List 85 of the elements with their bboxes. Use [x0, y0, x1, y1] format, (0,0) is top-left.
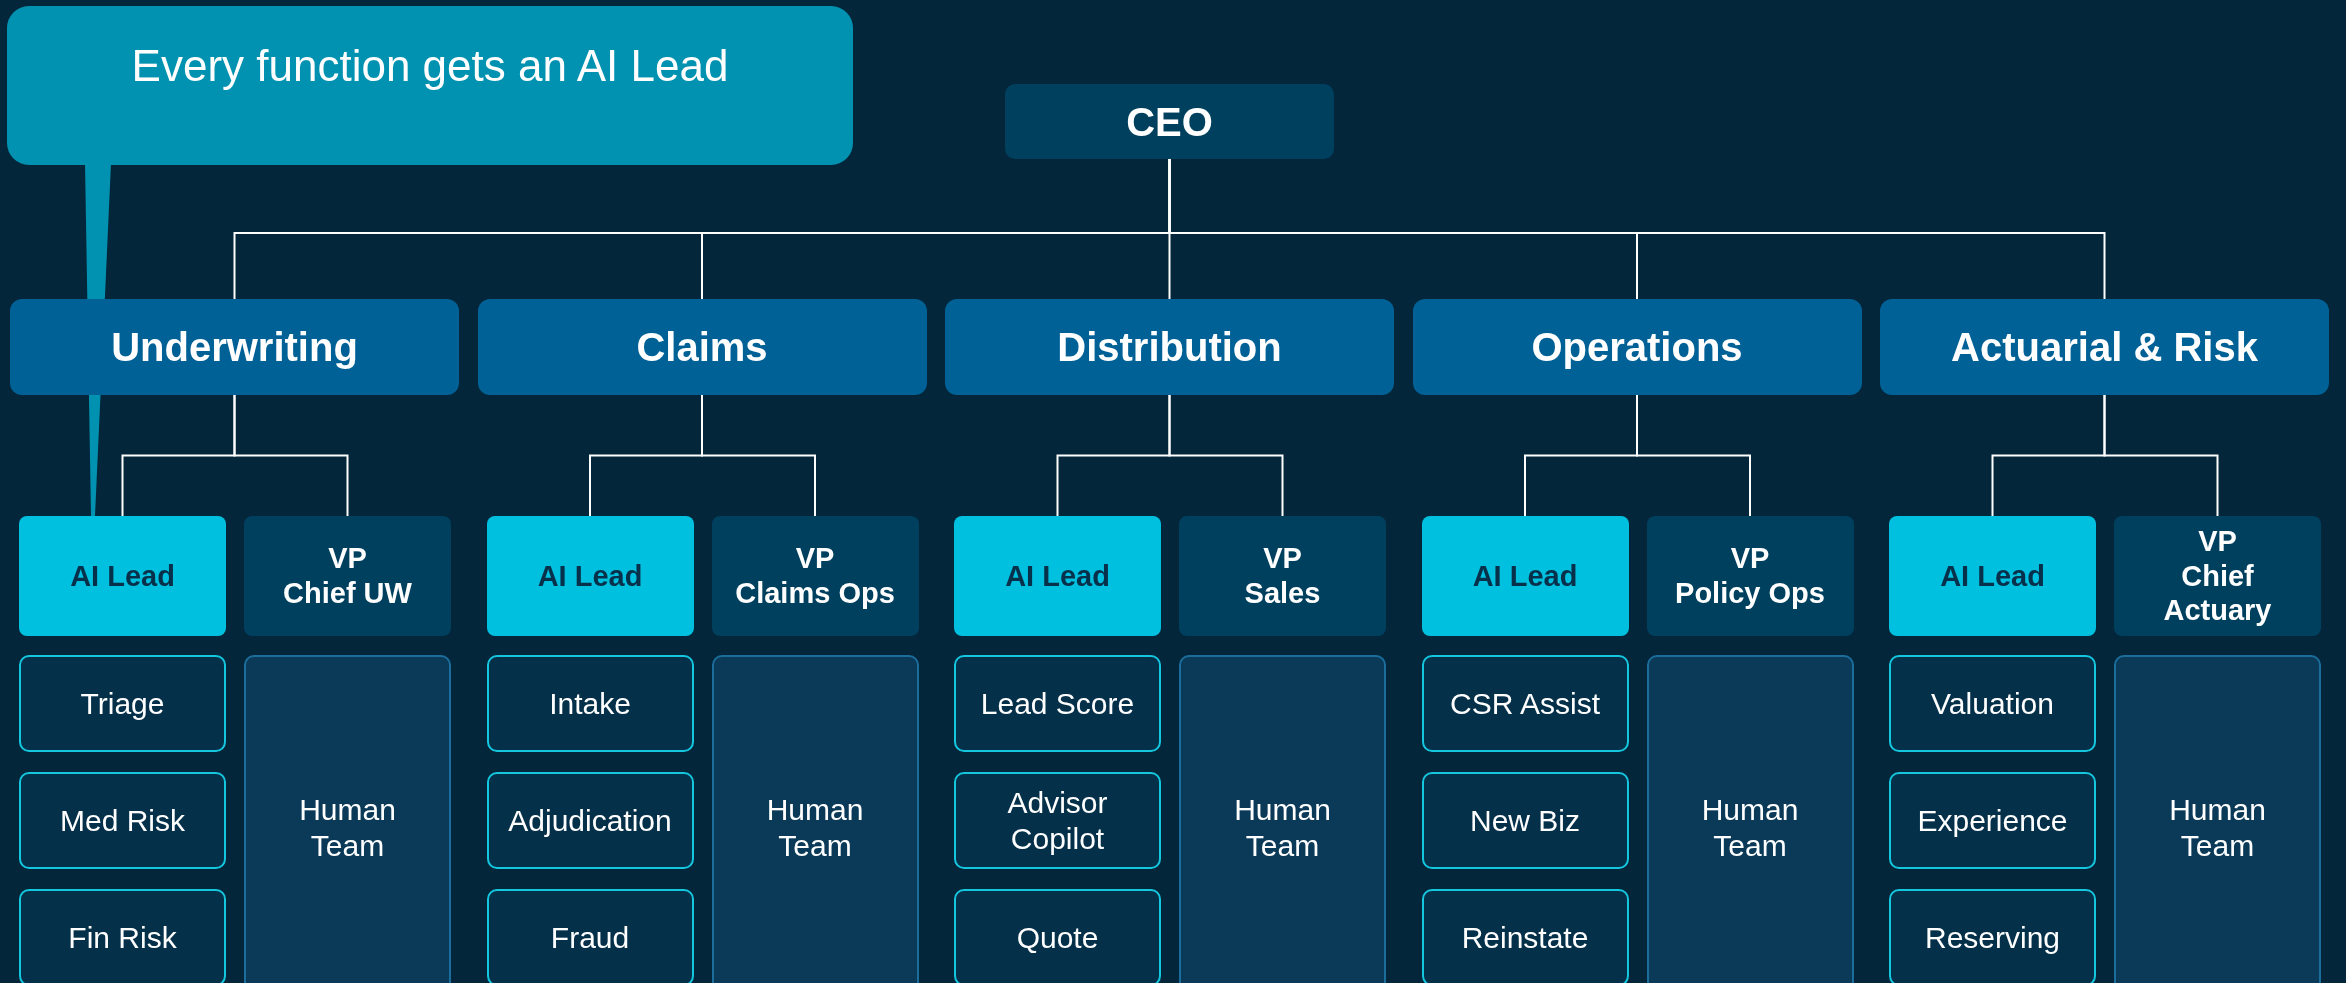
function-box [477, 299, 927, 395]
role-title: VP [328, 541, 367, 576]
task-box [954, 889, 1161, 983]
task-box [486, 772, 694, 869]
node-label: Human Team [1233, 791, 1332, 864]
vp-box [711, 516, 919, 636]
ai-lead-box [954, 516, 1161, 636]
node-label: AI Lead [1940, 558, 2045, 594]
node-label: Claims [636, 324, 768, 371]
task-box [1889, 772, 2096, 869]
task-box [19, 772, 226, 869]
ceo-box [1005, 84, 1334, 159]
role-name: Policy Ops [1675, 576, 1825, 611]
node-label: Valuation [1931, 685, 2054, 722]
task-box [1421, 772, 1629, 869]
task-box [486, 889, 694, 983]
connector-line [1168, 394, 1284, 517]
role-title: VP [2198, 523, 2237, 559]
team-box [711, 655, 919, 983]
connector-line [1636, 394, 1751, 517]
ai-lead-box [1421, 516, 1629, 636]
role-title: VP [1730, 541, 1770, 576]
connector-line [233, 394, 349, 517]
role-name: Claims Ops [735, 576, 895, 611]
node-label: Triage [80, 685, 165, 722]
node-label: Advisor Copilot [1006, 784, 1109, 857]
vp-box [1646, 516, 1854, 636]
node-label: Human Team [298, 791, 397, 864]
node-label: AI Lead [70, 558, 175, 594]
node-label: Lead Score [980, 685, 1135, 722]
team-box [1646, 655, 1854, 983]
ai-lead-box [486, 516, 694, 636]
vp-box [1179, 516, 1386, 636]
role-name: Sales [1244, 576, 1321, 611]
connector-line [701, 394, 816, 517]
node-label: AI Lead [1005, 558, 1110, 594]
ai-lead-box [1889, 516, 2096, 636]
ai-lead-box [19, 516, 226, 636]
role-title: VP [795, 541, 835, 576]
node-label: Fin Risk [68, 919, 177, 956]
node-label: Human Team [1700, 791, 1800, 864]
connector-line [2103, 394, 2219, 517]
node-label: AI Lead [1472, 558, 1578, 594]
node-label: Actuarial & Risk [1951, 324, 2258, 371]
vp-box [244, 516, 451, 636]
node-label: Underwriting [111, 324, 358, 371]
task-box [1421, 655, 1629, 752]
node-label: Reinstate [1461, 919, 1589, 956]
task-box [19, 889, 226, 983]
task-box [1421, 889, 1629, 983]
task-box [19, 655, 226, 752]
node-label: Intake [549, 685, 631, 722]
node-label: Quote [1016, 919, 1099, 956]
node-label: Adjudication [508, 802, 672, 839]
task-box [954, 655, 1161, 752]
role-name: Chief UW [283, 576, 412, 611]
node-label: Med Risk [60, 802, 185, 839]
connector-line [1168, 158, 2106, 300]
callout-box [7, 6, 853, 165]
node-label: Fraud [550, 919, 630, 956]
node-label: Operations [1531, 324, 1743, 371]
node-label: Reserving [1924, 919, 2061, 956]
node-label: AI Lead [537, 558, 643, 594]
node-label: CEO [1126, 98, 1213, 146]
team-box [244, 655, 451, 983]
function-box [10, 299, 459, 395]
task-box [486, 655, 694, 752]
team-box [1179, 655, 1386, 983]
team-box [2114, 655, 2321, 983]
task-box [1889, 889, 2096, 983]
node-label: Human Team [765, 791, 865, 864]
task-box [1889, 655, 2096, 752]
role-title: VP [1263, 541, 1302, 576]
function-box [1880, 299, 2329, 395]
vp-box [2114, 516, 2321, 636]
node-label: Every function gets an AI Lead [131, 40, 729, 92]
function-box [1412, 299, 1862, 395]
node-label: Distribution [1057, 324, 1282, 371]
function-box [945, 299, 1394, 395]
node-label: CSR Assist [1450, 685, 1600, 722]
role-name: Chief Actuary [2162, 558, 2273, 629]
node-label: Human Team [2168, 791, 2267, 864]
node-label: Experience [1917, 802, 2068, 839]
task-box [954, 772, 1161, 869]
node-label: New Biz [1470, 802, 1580, 839]
